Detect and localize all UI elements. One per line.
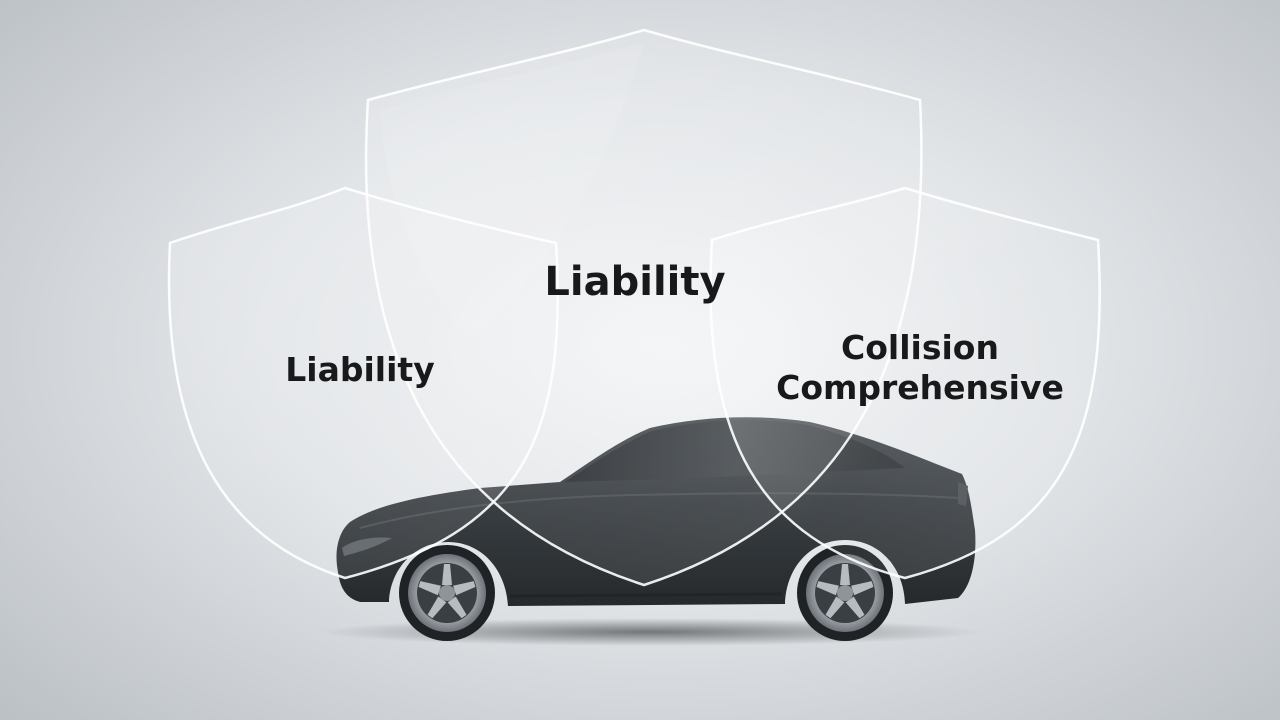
shield-right-label: Collision Comprehensive xyxy=(760,328,1080,407)
shield-center-label: Liability xyxy=(544,259,726,305)
shield-right-label-line-1: Collision xyxy=(841,328,999,367)
car-rocker-line xyxy=(509,592,783,598)
shield-right xyxy=(709,186,1101,580)
shield-right-label-line-2: Comprehensive xyxy=(776,367,1064,407)
shield-left xyxy=(167,186,559,580)
rear-wheel xyxy=(797,545,893,641)
front-wheel xyxy=(399,545,495,641)
shield-left-label: Liability xyxy=(285,350,435,389)
